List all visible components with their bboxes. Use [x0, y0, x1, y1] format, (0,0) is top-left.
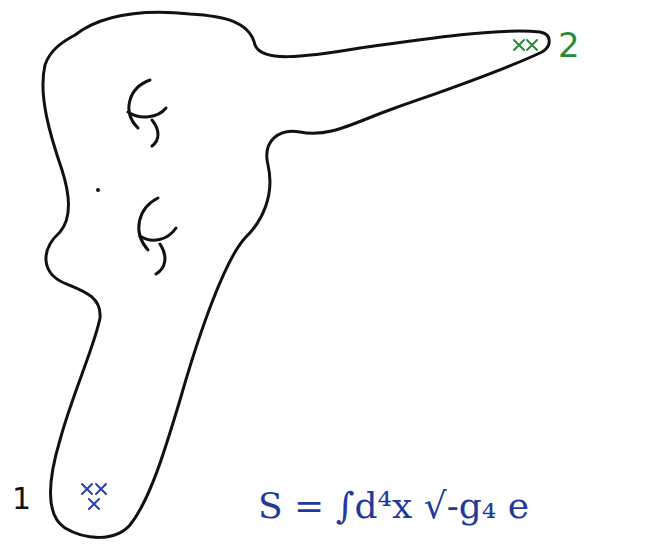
insertion-crosses-1	[82, 484, 106, 509]
genus-two-surface	[43, 12, 549, 537]
leg-number: 1	[12, 484, 31, 514]
insertion-crosses-2	[514, 40, 537, 50]
action-formula: S = ∫d⁴x √-g₄ e	[258, 488, 529, 524]
handle-upper	[128, 80, 166, 146]
handle-lower	[139, 198, 176, 274]
surface-dot	[96, 188, 100, 192]
leg-number: 2	[558, 28, 580, 62]
